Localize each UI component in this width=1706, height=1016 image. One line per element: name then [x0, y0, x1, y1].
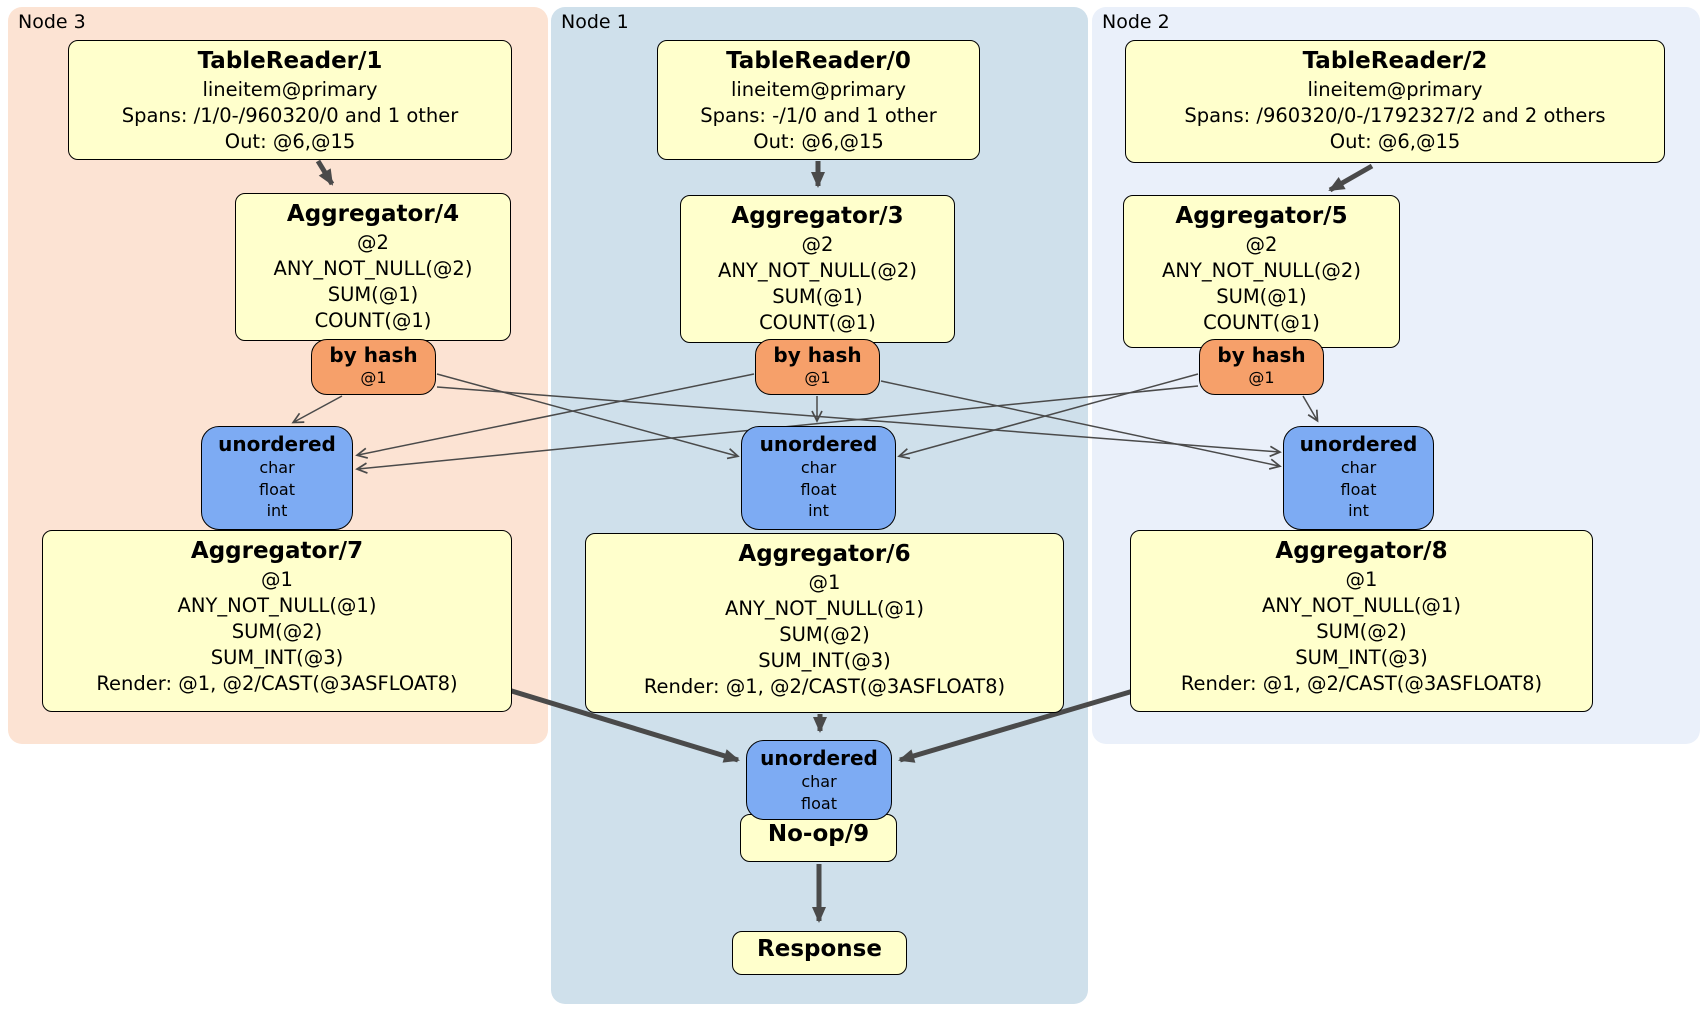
processor-detail: COUNT(@1)	[759, 311, 876, 334]
processor-detail: ANY_NOT_NULL(@1)	[177, 594, 377, 617]
processor-detail: ANY_NOT_NULL(@1)	[1262, 594, 1461, 617]
processor-detail: Render: @1, @2/CAST(@3ASFLOAT8)	[643, 675, 1006, 698]
stream-title: unordered	[1299, 432, 1418, 456]
processor-detail: SUM_INT(@3)	[1295, 646, 1428, 669]
processor-detail: Spans: /1/0-/960320/0 and 1 other	[121, 104, 459, 127]
processor-detail: ANY_NOT_NULL(@2)	[1162, 259, 1361, 282]
processor-detail: @2	[801, 233, 834, 256]
router-key: @1	[1248, 368, 1275, 387]
processor-tablereader-1: TableReader/1 lineitem@primary Spans: /1…	[68, 40, 512, 160]
stream-column: float	[259, 479, 295, 499]
processor-title: TableReader/1	[197, 48, 383, 74]
processor-aggregator-8: Aggregator/8 @1 ANY_NOT_NULL(@1) SUM(@2)…	[1130, 530, 1593, 712]
processor-detail: lineitem@primary	[1307, 78, 1483, 101]
region-node-1-label: Node 1	[561, 11, 629, 33]
processor-title: Aggregator/4	[286, 201, 460, 227]
processor-detail: SUM(@1)	[327, 283, 419, 306]
processor-title: TableReader/0	[726, 48, 911, 74]
processor-detail: SUM(@2)	[779, 623, 870, 646]
processor-detail: Out: @6,@15	[753, 130, 884, 153]
router-key: @1	[804, 368, 831, 387]
processor-aggregator-6: Aggregator/6 @1 ANY_NOT_NULL(@1) SUM(@2)…	[585, 533, 1064, 713]
processor-detail: SUM(@1)	[772, 285, 863, 308]
stream-column: int	[808, 501, 829, 520]
stream-column: char	[801, 772, 837, 791]
router-title: by hash	[1217, 343, 1306, 367]
processor-detail: SUM_INT(@3)	[758, 649, 891, 672]
stream-column: float	[1340, 479, 1377, 499]
processor-detail: SUM(@1)	[1216, 285, 1307, 308]
processor-detail: SUM(@2)	[231, 620, 323, 643]
processor-title: Response	[757, 936, 882, 962]
processor-detail: Spans: /960320/0-/1792327/2 and 2 others	[1184, 104, 1606, 127]
router-key: @1	[360, 368, 387, 387]
stream-column: char	[259, 458, 295, 477]
processor-title: Aggregator/7	[190, 538, 364, 564]
stream-title: unordered	[760, 746, 878, 770]
stream-unordered-node2: unordered char float int	[1283, 426, 1434, 530]
stream-title: unordered	[759, 432, 878, 456]
stream-column: char	[1340, 458, 1377, 477]
processor-title: TableReader/2	[1302, 48, 1488, 74]
processor-detail: COUNT(@1)	[1203, 311, 1320, 334]
processor-detail: lineitem@primary	[202, 78, 378, 101]
router-title: by hash	[329, 343, 418, 367]
region-node-3-label: Node 3	[18, 11, 86, 33]
stream-unordered-node1: unordered char float int	[741, 426, 896, 530]
processor-detail: lineitem@primary	[730, 78, 907, 101]
stream-unordered-node3: unordered char float int	[201, 426, 353, 530]
processor-noop-9: No-op/9	[740, 814, 897, 862]
router-by-hash-5: by hash @1	[1199, 339, 1324, 395]
processor-detail: Out: @6,@15	[224, 130, 356, 153]
processor-detail: @2	[1245, 233, 1278, 256]
processor-detail: ANY_NOT_NULL(@1)	[725, 597, 924, 620]
processor-detail: Render: @1, @2/CAST(@3ASFLOAT8)	[1180, 672, 1543, 695]
stream-column: int	[1348, 501, 1369, 520]
router-by-hash-4: by hash @1	[311, 339, 436, 395]
processor-title: Aggregator/8	[1275, 538, 1448, 564]
processor-title: Aggregator/6	[738, 541, 911, 567]
processor-detail: Render: @1, @2/CAST(@3ASFLOAT8)	[96, 672, 458, 695]
processor-tablereader-0: TableReader/0 lineitem@primary Spans: -/…	[657, 40, 980, 160]
stream-column: float	[801, 793, 837, 813]
processor-detail: @1	[808, 571, 841, 594]
processor-tablereader-2: TableReader/2 lineitem@primary Spans: /9…	[1125, 40, 1665, 163]
processor-title: Aggregator/5	[1175, 203, 1348, 229]
processor-detail: @2	[357, 231, 389, 254]
processor-aggregator-4: Aggregator/4 @2 ANY_NOT_NULL(@2) SUM(@1)…	[235, 193, 511, 341]
router-title: by hash	[773, 343, 862, 367]
processor-detail: SUM_INT(@3)	[210, 646, 344, 669]
processor-detail: SUM(@2)	[1316, 620, 1407, 643]
processor-detail: Out: @6,@15	[1329, 130, 1461, 153]
processor-aggregator-7: Aggregator/7 @1 ANY_NOT_NULL(@1) SUM(@2)…	[42, 530, 512, 712]
processor-detail: ANY_NOT_NULL(@2)	[718, 259, 917, 282]
processor-response: Response	[732, 931, 907, 975]
processor-title: No-op/9	[767, 821, 870, 847]
processor-detail: @1	[1345, 568, 1378, 591]
processor-detail: ANY_NOT_NULL(@2)	[273, 257, 473, 280]
region-node-2-label: Node 2	[1102, 11, 1170, 33]
processor-aggregator-5: Aggregator/5 @2 ANY_NOT_NULL(@2) SUM(@1)…	[1123, 195, 1400, 348]
router-by-hash-3: by hash @1	[755, 339, 880, 395]
stream-title: unordered	[218, 432, 336, 456]
processor-aggregator-3: Aggregator/3 @2 ANY_NOT_NULL(@2) SUM(@1)…	[680, 195, 955, 343]
processor-title: Aggregator/3	[731, 203, 904, 229]
stream-column: int	[266, 501, 288, 520]
stream-column: float	[800, 479, 837, 499]
processor-detail: @1	[261, 568, 293, 591]
processor-detail: Spans: -/1/0 and 1 other	[700, 104, 937, 127]
processor-detail: COUNT(@1)	[314, 309, 432, 332]
stream-unordered-final: unordered char float	[746, 740, 892, 820]
stream-column: char	[800, 458, 837, 477]
